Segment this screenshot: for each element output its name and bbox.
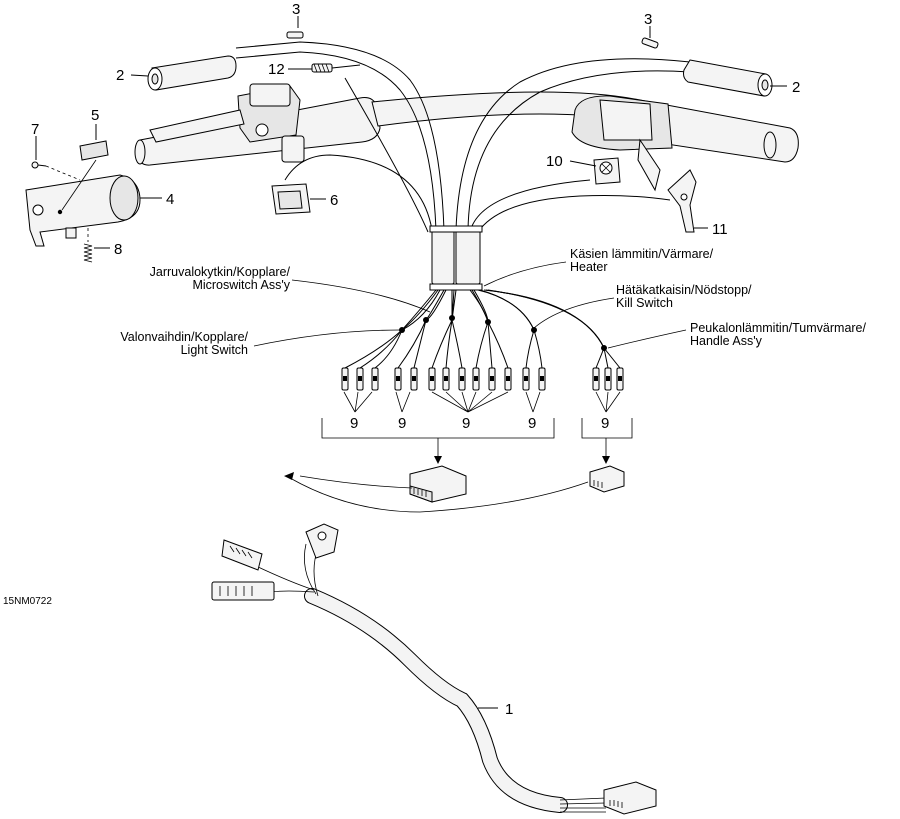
left-brake-control (149, 83, 305, 163)
callout-9-a: 9 (350, 415, 358, 432)
callout-12: 12 (268, 61, 285, 78)
terminal-band-14 (594, 376, 598, 381)
part-4-housing (25, 174, 141, 247)
callout-6: 6 (330, 192, 338, 209)
callout-numbers: 1 2 2 3 3 4 5 6 7 8 9 9 9 9 9 10 11 12 (31, 1, 800, 718)
callout-4: 4 (166, 191, 174, 208)
left-grip (147, 55, 237, 91)
label-light-switch-line2: Light Switch (181, 343, 248, 357)
terminal-row (341, 367, 624, 391)
part-7-screw (31, 161, 81, 181)
terminal-band-12 (524, 376, 528, 381)
label-heater-line1: Käsien lämmitin/Värmare/ (570, 247, 714, 261)
right-grip-housing (571, 95, 673, 192)
harness-connector-b (305, 523, 339, 559)
part-8-spring (83, 228, 93, 263)
terminal-band-2 (358, 376, 362, 381)
harness-connector-a (221, 539, 263, 571)
label-microswitch-line2: Microswitch Ass'y (192, 278, 290, 292)
connector-brackets (321, 418, 633, 464)
terminal-band-13 (540, 376, 544, 381)
part-10-kill-switch (593, 157, 621, 185)
label-microswitch-line1: Jarruvalokytkin/Kopplare/ (150, 265, 291, 279)
callout-7: 7 (31, 121, 39, 138)
harness-connector-c (211, 581, 275, 601)
callout-2-left: 2 (116, 67, 124, 84)
right-grip (683, 59, 773, 97)
branch-wires (344, 289, 621, 369)
nine-leaders (343, 391, 621, 413)
label-kill-switch-line1: Hätäkatkaisin/Nödstopp/ (616, 283, 752, 297)
pin-right (641, 37, 659, 49)
handlebar (134, 91, 799, 166)
callout-5: 5 (91, 107, 99, 124)
terminal-band-5 (412, 376, 416, 381)
callout-leaders (35, 16, 787, 709)
handle-connector-block (589, 465, 625, 493)
terminal-band-9 (474, 376, 478, 381)
label-handle-assy-line1: Peukalonlämmitin/Tumvärmare/ (690, 321, 867, 335)
terminal-band-15 (606, 376, 610, 381)
main-connector-block (409, 465, 467, 503)
terminal-band-8 (460, 376, 464, 381)
callout-3-right: 3 (644, 11, 652, 28)
callout-2-right: 2 (792, 79, 800, 96)
terminal-band-16 (618, 376, 622, 381)
callout-9-c: 9 (462, 415, 470, 432)
route-arrows (284, 472, 589, 513)
upper-harness-wires (235, 41, 691, 291)
terminal-band-3 (373, 376, 377, 381)
label-handle-assy-line2: Handle Ass'y (690, 334, 763, 348)
drawing-code: 15NM0722 (3, 596, 52, 607)
label-heater-line2: Heater (570, 260, 608, 274)
terminal-band-7 (444, 376, 448, 381)
callout-9-d: 9 (528, 415, 536, 432)
part-labels: Jarruvalokytkin/Kopplare/ Microswitch As… (120, 247, 866, 357)
part-12-connector (311, 63, 361, 73)
label-light-switch-line1: Valonvaihdin/Kopplare/ (120, 330, 248, 344)
terminal-band-4 (396, 376, 400, 381)
label-kill-switch-line2: Kill Switch (616, 296, 673, 310)
part-5-plate (79, 140, 109, 161)
callout-9-b: 9 (398, 415, 406, 432)
main-harness-part-1 (255, 543, 607, 813)
callout-9-e: 9 (601, 415, 609, 432)
terminal-band-10 (490, 376, 494, 381)
terminal-band-1 (343, 376, 347, 381)
part-11-lever (667, 169, 697, 233)
callout-10: 10 (546, 153, 563, 170)
part-6-switch (271, 183, 311, 215)
callout-3-left: 3 (292, 1, 300, 18)
terminal-band-6 (430, 376, 434, 381)
terminal-band-11 (506, 376, 510, 381)
harness-end-connector (603, 781, 657, 815)
callout-1: 1 (505, 701, 513, 718)
pin-left (286, 31, 304, 39)
callout-11: 11 (712, 221, 728, 238)
callout-8: 8 (114, 241, 122, 258)
